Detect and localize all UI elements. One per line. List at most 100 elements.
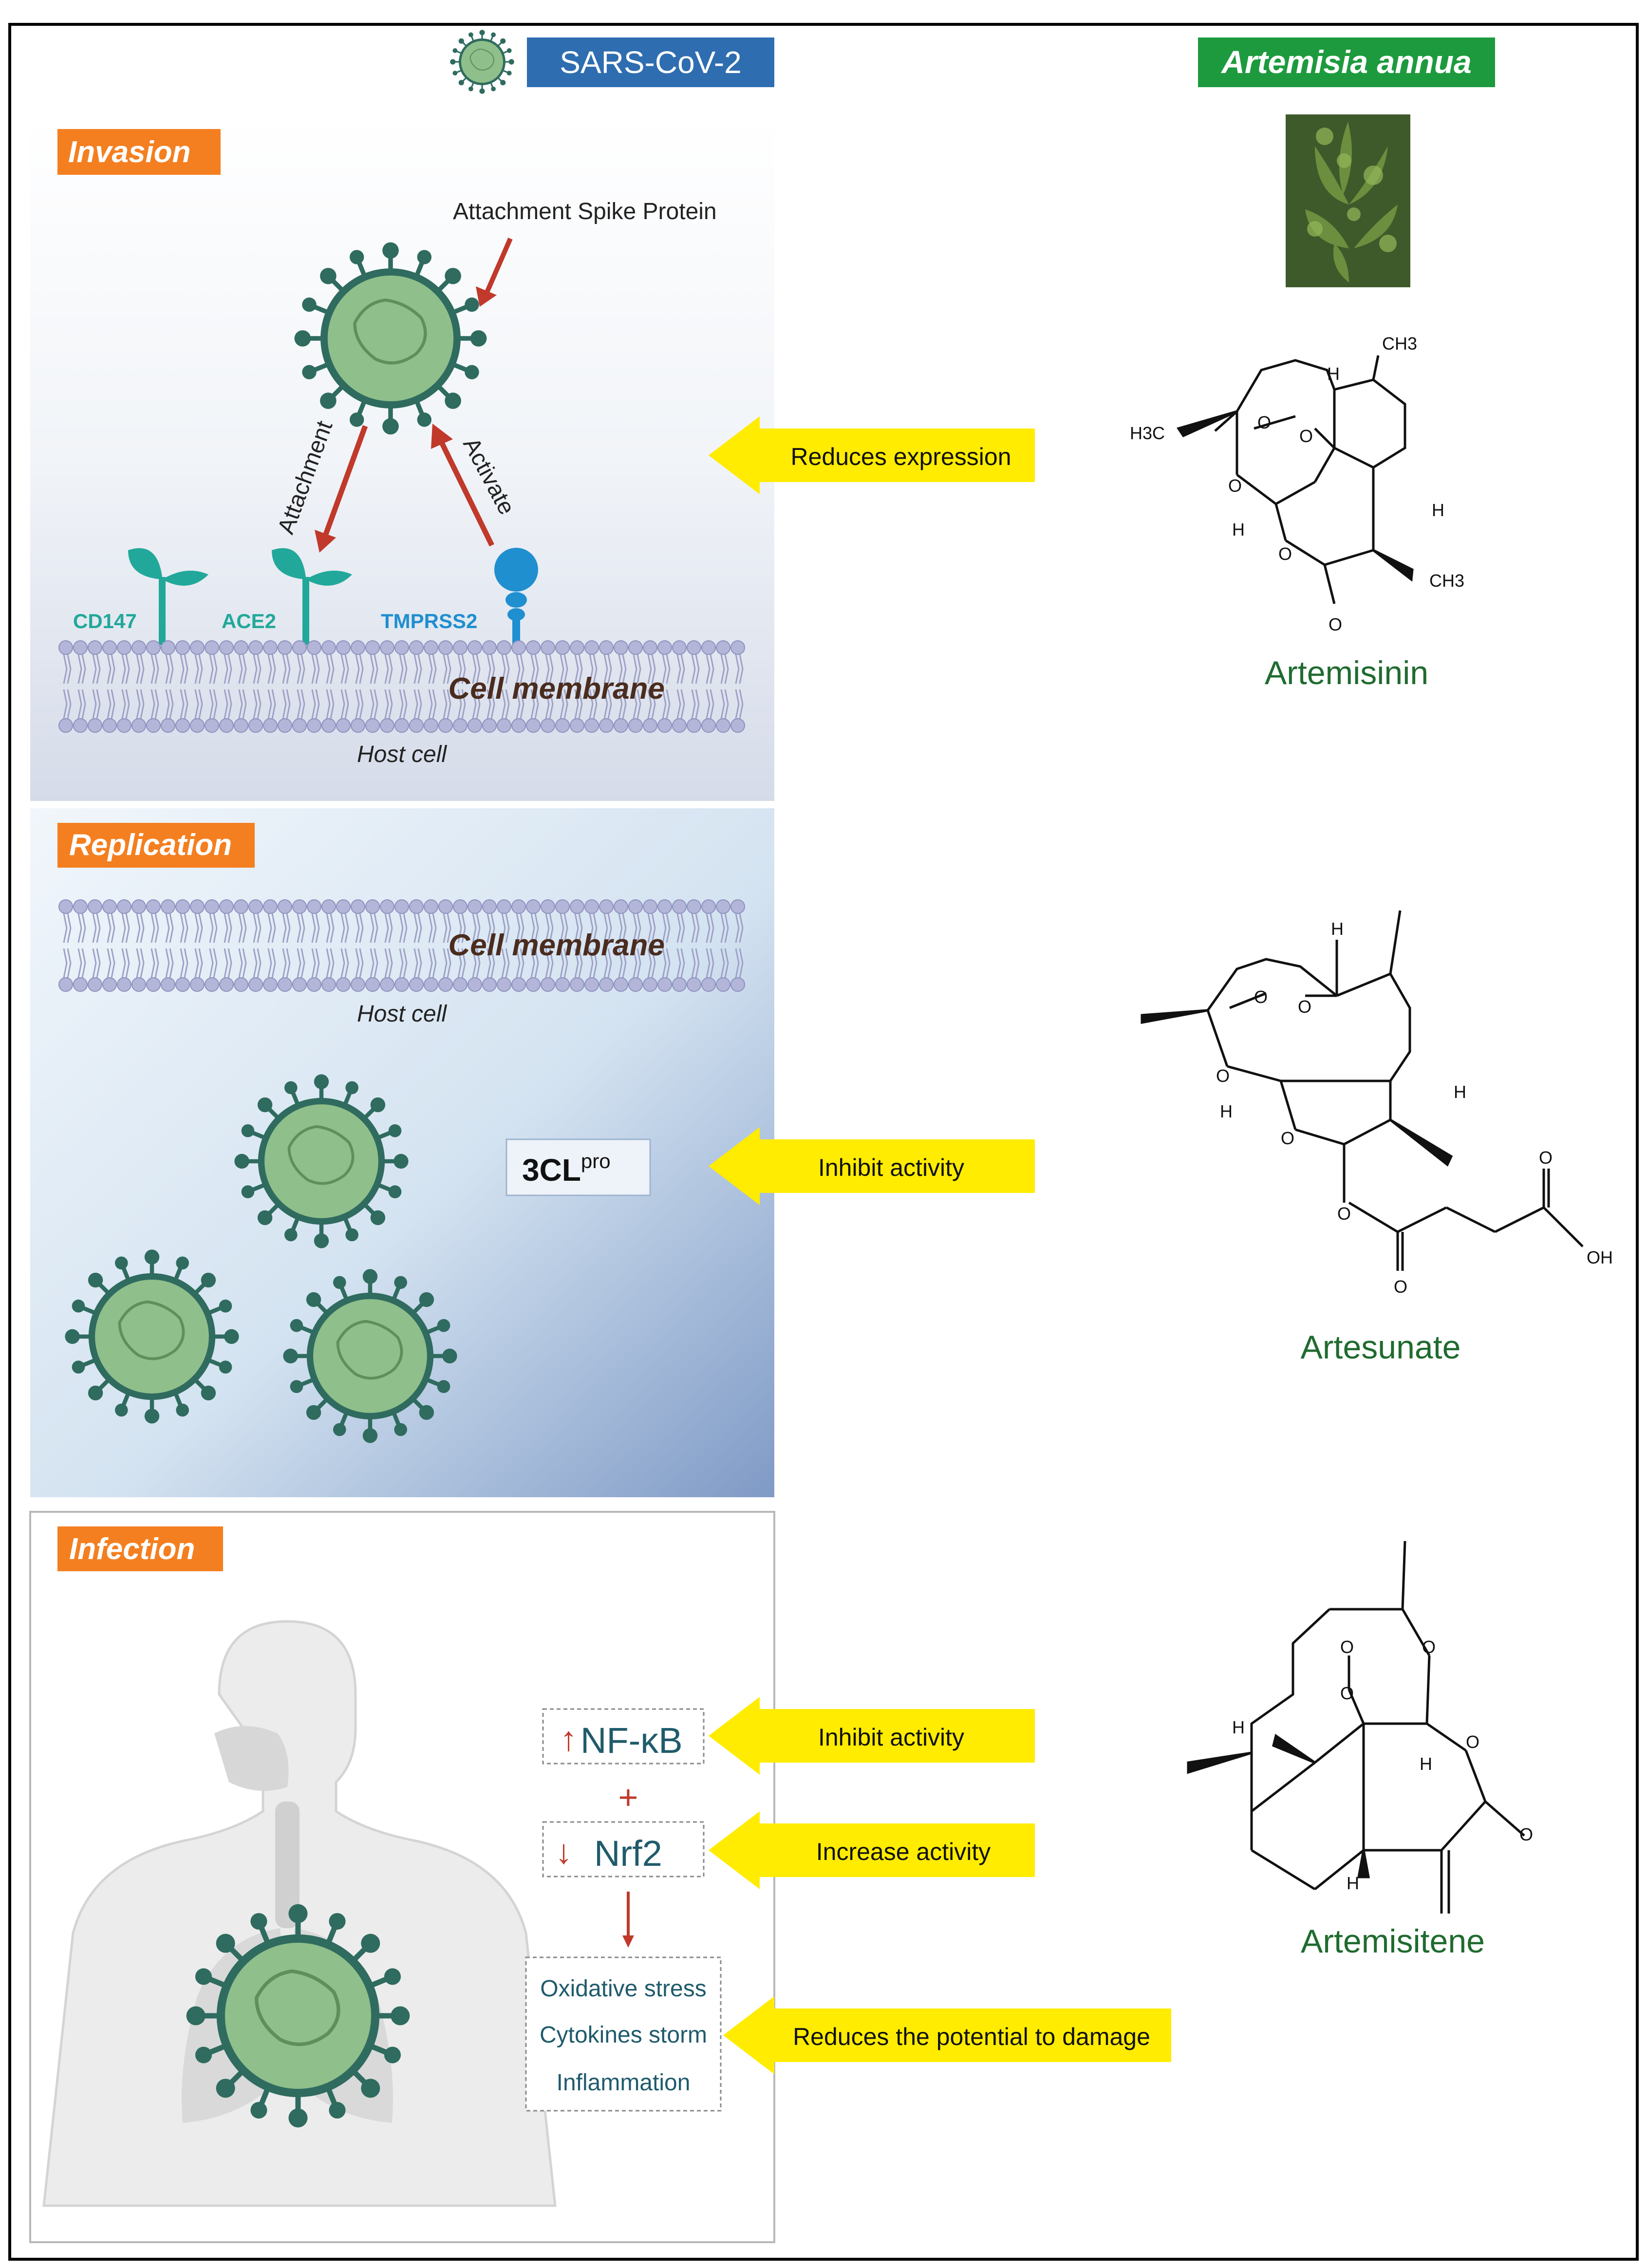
svg-text:O: O bbox=[1254, 987, 1268, 1007]
replication-panel: Replication Cell membrane Host cell 3CLp… bbox=[30, 808, 774, 1497]
svg-text:H: H bbox=[1232, 520, 1245, 539]
virus-label: SARS-CoV-2 bbox=[560, 45, 741, 80]
infection-tag-box bbox=[57, 1526, 223, 1571]
outcome-cytokines-storm: Cytokines storm bbox=[540, 2022, 707, 2048]
receptor-tmprss2: TMPRSS2 bbox=[381, 610, 477, 632]
artemisinin-name: Artemisinin bbox=[1265, 654, 1428, 691]
nrf2-label: Nrf2 bbox=[594, 1833, 662, 1874]
activate-arrow bbox=[438, 439, 494, 547]
svg-text:OH: OH bbox=[1587, 1247, 1613, 1267]
svg-text:O: O bbox=[1299, 426, 1313, 446]
action-arrow-inhibit-nfkb: Inhibit activity bbox=[709, 1697, 1035, 1775]
artemisitene-structure bbox=[1187, 1541, 1525, 1914]
action-arrow-inhibit-3cl: Inhibit activity bbox=[709, 1127, 1035, 1205]
svg-text:H: H bbox=[1454, 1082, 1466, 1102]
cell-membrane-label: Cell membrane bbox=[448, 672, 665, 706]
nfkb-up-arrow: ↑ bbox=[560, 1720, 577, 1758]
replication-tag: Replication bbox=[69, 828, 232, 862]
invasion-panel: Invasion Attachment Spike Protein Attach… bbox=[30, 117, 774, 801]
virus-icon bbox=[450, 30, 514, 94]
artesunate-atoms: H O O O H H O O O O OH bbox=[1216, 919, 1613, 1297]
action-arrow-increase-nrf2: Increase activity bbox=[709, 1811, 1035, 1889]
svg-text:CH3: CH3 bbox=[1382, 334, 1417, 353]
svg-text:H: H bbox=[1232, 1717, 1245, 1737]
infection-panel: Infection ↑ NF-κB + ↓ Nrf2 Oxidative str… bbox=[29, 1511, 775, 2243]
svg-text:H: H bbox=[1220, 1101, 1233, 1121]
action-arrow-reduce-damage: Reduces the potential to damage bbox=[723, 1996, 1171, 2074]
lung-virus bbox=[187, 1904, 410, 2128]
svg-text:O: O bbox=[1340, 1637, 1354, 1657]
svg-text:O: O bbox=[1228, 476, 1242, 496]
outcomes-box bbox=[525, 1956, 722, 2112]
artemisinin-structure bbox=[1177, 355, 1414, 604]
nfkb-box bbox=[542, 1708, 705, 1765]
artemisitene-name: Artemisitene bbox=[1301, 1923, 1485, 1960]
svg-text:H: H bbox=[1331, 919, 1344, 939]
tmprss2-receptor bbox=[494, 548, 538, 645]
svg-text:O: O bbox=[1298, 997, 1311, 1017]
plant-label-box bbox=[1198, 37, 1495, 87]
replication-tag-box bbox=[57, 823, 255, 868]
action-label-1: Reduces expression bbox=[790, 443, 1011, 470]
infection-tag: Infection bbox=[69, 1532, 195, 1566]
svg-text:O: O bbox=[1329, 614, 1342, 634]
receptor-cd147: CD147 bbox=[73, 610, 137, 632]
plant-header: Artemisia annua bbox=[1198, 37, 1495, 87]
svg-text:H: H bbox=[1420, 1754, 1432, 1774]
svg-text:O: O bbox=[1257, 412, 1271, 432]
invasion-tag: Invasion bbox=[68, 135, 191, 169]
ace2-receptor bbox=[272, 548, 352, 645]
svg-text:H: H bbox=[1347, 1873, 1359, 1893]
svg-text:O: O bbox=[1278, 544, 1292, 564]
svg-text:H3C: H3C bbox=[1130, 423, 1165, 443]
invasion-tag-box bbox=[57, 129, 221, 175]
svg-text:CH3: CH3 bbox=[1429, 571, 1464, 591]
svg-text:O: O bbox=[1340, 1683, 1354, 1703]
protease-label: 3CLpro bbox=[522, 1150, 611, 1188]
receptor-ace2: ACE2 bbox=[222, 610, 276, 632]
attachment-arrow bbox=[322, 425, 368, 537]
svg-text:O: O bbox=[1466, 1732, 1479, 1752]
svg-text:O: O bbox=[1337, 1204, 1351, 1224]
host-cell-label: Host cell bbox=[357, 742, 447, 767]
plant-label: Artemisia annua bbox=[1220, 44, 1472, 80]
cell-membrane-label-2: Cell membrane bbox=[448, 929, 665, 962]
action-label-2: Inhibit activity bbox=[818, 1154, 964, 1181]
svg-text:O: O bbox=[1216, 1066, 1230, 1086]
replicating-virus-3 bbox=[283, 1269, 457, 1443]
artesunate-structure bbox=[1141, 910, 1584, 1271]
svg-text:H: H bbox=[1432, 500, 1444, 520]
action-arrow-reduces-expression: Reduces expression bbox=[709, 416, 1035, 494]
replicating-virus-2 bbox=[65, 1249, 239, 1423]
cd147-receptor bbox=[128, 548, 208, 645]
outcome-oxidative-stress: Oxidative stress bbox=[540, 1976, 706, 2002]
svg-text:O: O bbox=[1539, 1148, 1553, 1168]
nfkb-label: NF-κB bbox=[580, 1720, 683, 1761]
plus-sign: + bbox=[618, 1778, 638, 1816]
spike-arrow bbox=[485, 238, 513, 293]
invading-virus bbox=[295, 242, 487, 435]
action-label-5: Reduces the potential to damage bbox=[793, 2023, 1150, 2050]
artemisitene-atoms: O O O H H O O H bbox=[1232, 1637, 1533, 1893]
nrf2-box bbox=[542, 1821, 705, 1878]
nrf2-down-arrow: ↓ bbox=[555, 1833, 572, 1871]
svg-text:O: O bbox=[1422, 1637, 1436, 1657]
spike-protein-label: Attachment Spike Protein bbox=[453, 199, 717, 224]
virus-header: SARS-CoV-2 bbox=[450, 30, 774, 94]
svg-text:O: O bbox=[1519, 1824, 1533, 1844]
action-label-3: Inhibit activity bbox=[818, 1724, 964, 1751]
outcome-inflammation: Inflammation bbox=[557, 2070, 691, 2096]
svg-text:H: H bbox=[1327, 364, 1340, 384]
virus-label-box bbox=[527, 37, 774, 87]
svg-text:O: O bbox=[1394, 1277, 1407, 1297]
svg-text:O: O bbox=[1281, 1128, 1294, 1148]
protease-superscript: pro bbox=[581, 1150, 611, 1172]
artemisinin-atoms: CH3 H H3C O O O H H O CH3 O bbox=[1130, 334, 1464, 634]
replicating-virus-1 bbox=[234, 1074, 408, 1248]
artemisia-photo bbox=[1286, 114, 1410, 287]
artesunate-name: Artesunate bbox=[1301, 1329, 1461, 1366]
host-cell-label-2: Host cell bbox=[357, 1001, 447, 1027]
action-label-4: Increase activity bbox=[816, 1838, 991, 1865]
protease-box bbox=[505, 1138, 651, 1196]
